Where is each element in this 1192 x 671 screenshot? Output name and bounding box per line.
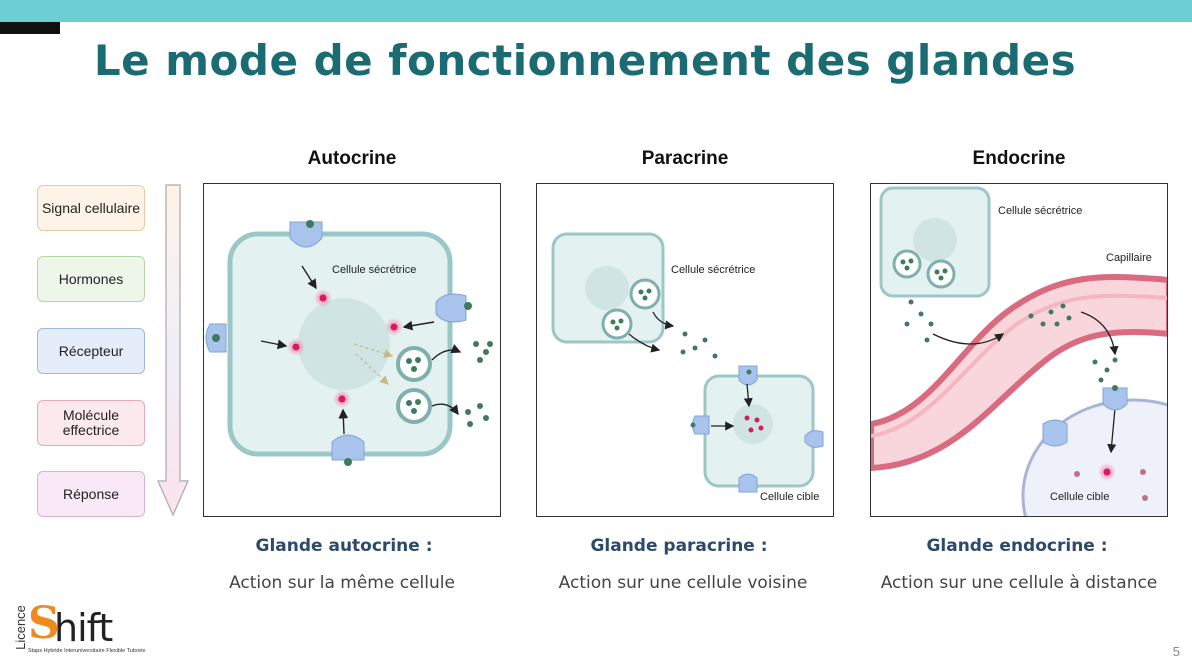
endocrine-diagram <box>871 186 1167 516</box>
legend-recepteur: Récepteur <box>37 328 145 374</box>
gland-desc-endocrine: Action sur une cellule à distance <box>880 573 1158 593</box>
heading-endocrine: Endocrine <box>972 148 1066 169</box>
logo-licence-text: Licence <box>12 605 28 650</box>
logo-subtitle: Staps Hybride Interuniversitaire Flexibl… <box>28 648 146 654</box>
shift-logo: Licence S hift Staps Hybride Interuniver… <box>10 598 160 660</box>
label-capillaire: Capillaire <box>1106 252 1152 264</box>
label-cellule-secretrice: Cellule sécrétrice <box>671 264 756 276</box>
gland-title-paracrine: Glande paracrine : <box>590 536 768 556</box>
label-cellule-cible: Cellule cible <box>1050 491 1110 503</box>
label-cellule-secretrice: Cellule sécrétrice <box>332 264 417 276</box>
legend-signal-cellulaire: Signal cellulaire <box>37 185 145 231</box>
top-banner-mark <box>0 22 60 34</box>
page-title: Le mode de fonctionnement des glandes <box>93 36 1077 85</box>
legend-hormones: Hormones <box>37 256 145 302</box>
autocrine-diagram <box>205 220 493 466</box>
gland-title-endocrine: Glande endocrine : <box>926 536 1108 556</box>
heading-paracrine: Paracrine <box>641 148 729 169</box>
legend-reponse: Réponse <box>37 471 145 517</box>
label-cellule-cible: Cellule cible <box>760 491 820 503</box>
top-banner <box>0 0 1192 22</box>
heading-autocrine: Autocrine <box>307 148 397 169</box>
logo-s-letter: S <box>28 598 60 649</box>
gland-desc-autocrine: Action sur la même cellule <box>229 573 455 593</box>
panel-endocrine: Cellule sécrétrice Capillaire Cellule ci… <box>870 183 1168 517</box>
sequence-down-arrow <box>155 183 191 519</box>
page-number: 5 <box>1172 644 1180 659</box>
panel-autocrine: Cellule sécrétrice <box>203 183 501 517</box>
gland-desc-paracrine: Action sur une cellule voisine <box>558 573 808 593</box>
logo-hift-text: hift <box>54 606 113 650</box>
panel-paracrine: Cellule sécrétrice Cellule cible <box>536 183 834 517</box>
paracrine-diagram <box>551 232 824 493</box>
gland-title-autocrine: Glande autocrine : <box>255 536 433 556</box>
label-cellule-secretrice: Cellule sécrétrice <box>998 205 1083 217</box>
legend-molecule-effectrice: Molécule effectrice <box>37 400 145 446</box>
